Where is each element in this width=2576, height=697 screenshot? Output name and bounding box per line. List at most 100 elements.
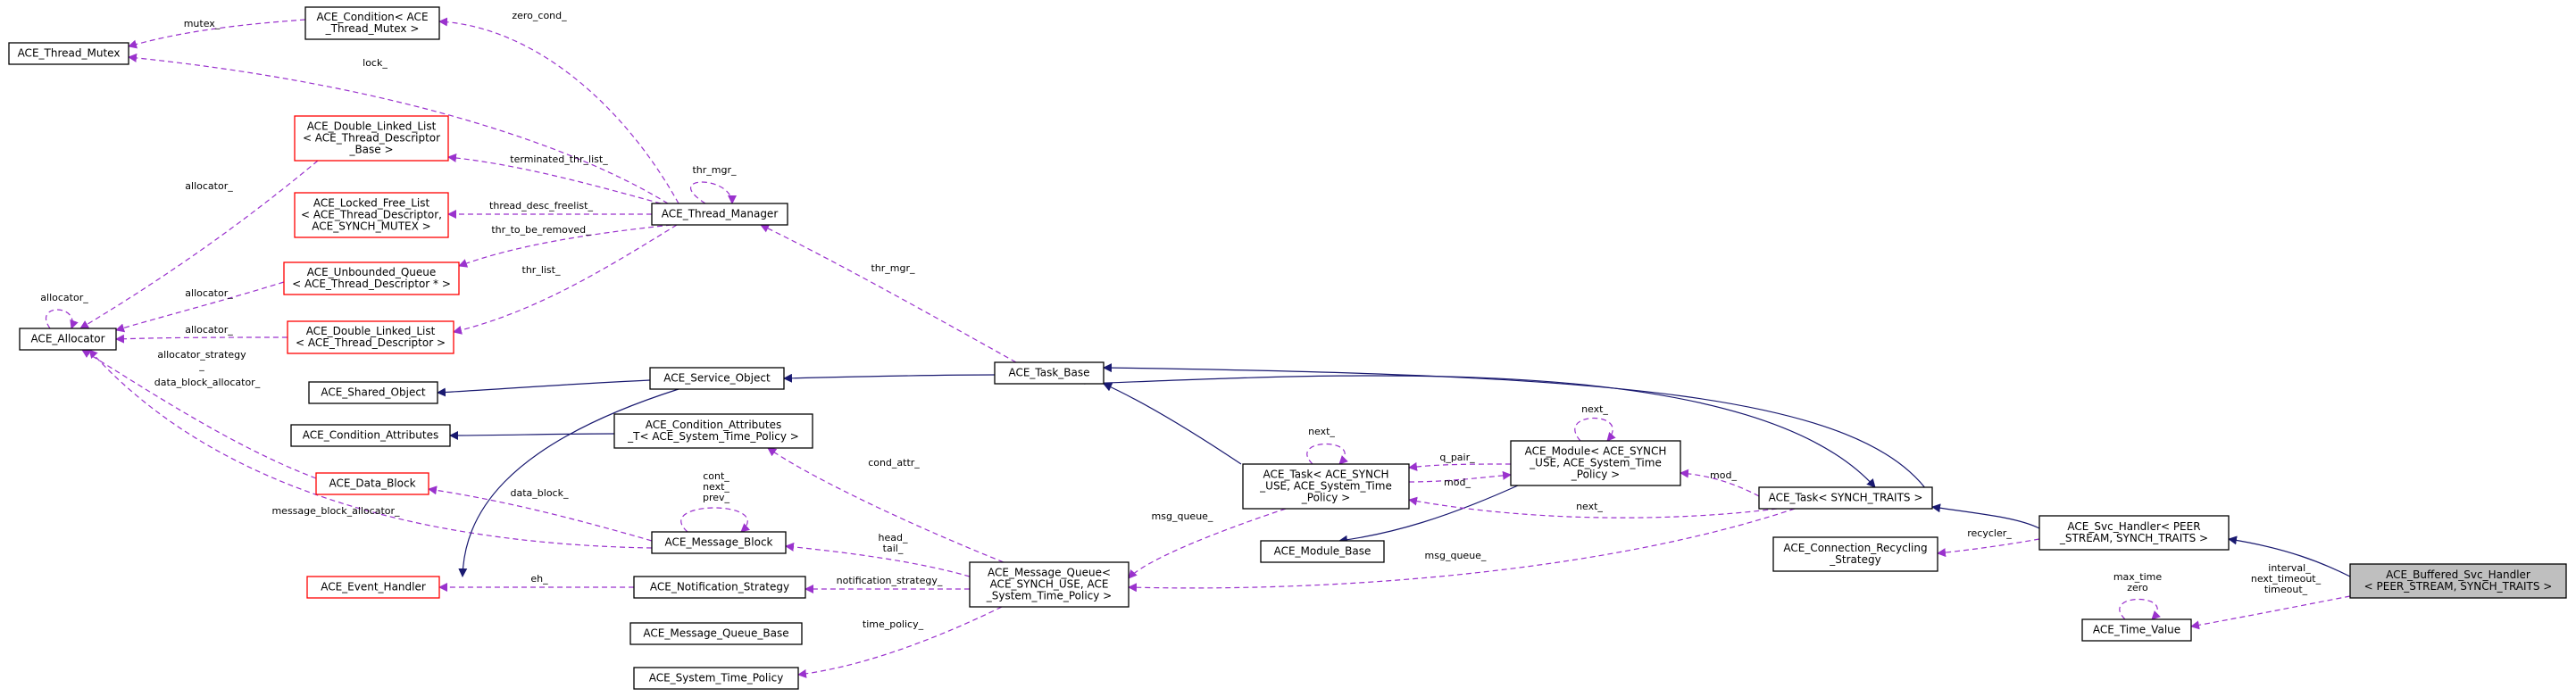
class-node-label: _System_Time_Policy >: [986, 590, 1113, 602]
class-node-unbounded-queue[interactable]: ACE_Unbounded_Queue< ACE_Thread_Descript…: [283, 261, 460, 295]
class-node-label: ACE_Buffered_Svc_Handler: [2386, 568, 2530, 581]
usage-edge: [680, 507, 751, 533]
inheritance-edge: [2228, 535, 2351, 577]
class-node-label: _T< ACE_System_Time_Policy >: [627, 430, 799, 443]
edge-label: next_: [1576, 501, 1603, 512]
class-node-label: ACE_Task_Base: [1008, 367, 1089, 379]
class-node-task-synch-traits[interactable]: ACE_Task< SYNCH_TRAITS >: [1758, 486, 1933, 510]
usage-edge: [760, 224, 1017, 363]
class-node-label: ACE_Svc_Handler< PEER: [2067, 520, 2200, 533]
usage-edge: [79, 160, 319, 329]
usage-edge: [1574, 417, 1616, 442]
edge-label: thr_mgr_: [871, 262, 915, 274]
nodes-layer: ACE_Thread_Mutex ACE_Condition< ACE_Threa…: [8, 6, 2567, 690]
usage-edge: [428, 485, 653, 542]
class-node-module-synch[interactable]: ACE_Module< ACE_SYNCH_USE, ACE_System_Ti…: [1510, 440, 1681, 486]
edge-label: max_time: [2113, 571, 2163, 583]
edge-label: thr_list_: [522, 264, 561, 276]
edge-label: message_block_allocator_: [271, 505, 400, 517]
class-node-label: ACE_Data_Block: [329, 477, 415, 490]
class-node-service-object[interactable]: ACE_Service_Object: [649, 367, 785, 390]
class-node-box: [290, 424, 451, 447]
class-node-box: [633, 576, 806, 599]
edge-labels-layer: mutex_zero_cond_lock_thr_mgr_terminated_…: [40, 10, 2321, 630]
class-node-message-queue-base[interactable]: ACE_Message_Queue_Base: [629, 622, 803, 645]
class-node-message-block[interactable]: ACE_Message_Block: [651, 531, 787, 554]
class-node-label: ACE_Thread_Manager: [662, 208, 779, 220]
edge-label: thr_mgr_: [692, 164, 737, 176]
inheritance-edge: [1103, 363, 1933, 499]
edge-label: notification_strategy_: [837, 575, 943, 586]
class-node-label: ACE_Thread_Mutex: [18, 47, 121, 60]
class-node-dll-thread-desc[interactable]: ACE_Double_Linked_List< ACE_Thread_Descr…: [287, 320, 454, 354]
class-node-thread-mutex[interactable]: ACE_Thread_Mutex: [8, 42, 129, 65]
usage-edge: [1408, 470, 1512, 483]
class-node-label: < ACE_Thread_Descriptor * >: [292, 278, 451, 290]
edge-label: eh_: [530, 573, 548, 585]
class-node-buffered-svc-handler[interactable]: ACE_Buffered_Svc_Handler< PEER_STREAM, S…: [2349, 563, 2567, 599]
class-node-label: ACE_Task< SYNCH_TRAITS >: [1769, 492, 1923, 504]
class-node-task-base[interactable]: ACE_Task_Base: [994, 361, 1105, 385]
class-node-label: _USE, ACE_System_Time: [1259, 480, 1392, 493]
inheritance-edge: [1338, 485, 1519, 544]
usage-edge: [1128, 508, 1796, 593]
class-node-module-base[interactable]: ACE_Module_Base: [1260, 540, 1385, 563]
class-node-label: < PEER_STREAM, SYNCH_TRAITS >: [2364, 580, 2553, 593]
class-node-condition-attributes[interactable]: ACE_Condition_Attributes: [290, 424, 451, 447]
class-node-dll-thread-desc-base[interactable]: ACE_Double_Linked_List< ACE_Thread_Descr…: [294, 115, 449, 162]
class-node-box: [315, 472, 429, 495]
class-node-box: [19, 328, 117, 351]
edge-label: allocator_: [185, 180, 233, 192]
class-node-label: _STREAM, SYNCH_TRAITS >: [2059, 532, 2208, 544]
class-node-connection-recycling[interactable]: ACE_Connection_Recycling_Strategy: [1772, 536, 1938, 572]
class-node-time-value[interactable]: ACE_Time_Value: [2081, 618, 2192, 642]
edge-label: lock_: [363, 57, 388, 69]
edge-label: next_: [703, 481, 729, 493]
class-node-data-block[interactable]: ACE_Data_Block: [315, 472, 429, 495]
edge-label: mod_: [1710, 469, 1737, 481]
class-node-system-time-policy[interactable]: ACE_System_Time_Policy: [633, 667, 799, 690]
class-node-label: ACE_Task< ACE_SYNCH: [1263, 469, 1388, 481]
usage-edge: [458, 224, 672, 268]
class-node-label: ACE_Double_Linked_List: [307, 120, 437, 133]
edge-label: next_: [1581, 403, 1608, 415]
class-node-label: ACE_Notification_Strategy: [650, 581, 789, 593]
class-node-box: [294, 192, 449, 238]
class-node-label: < ACE_Thread_Descriptor: [303, 132, 440, 145]
class-node-notification-strategy[interactable]: ACE_Notification_Strategy: [633, 576, 806, 599]
class-node-box: [1510, 440, 1681, 486]
class-node-label: ACE_Message_Queue<: [988, 567, 1111, 579]
class-node-condition-attributes-t[interactable]: ACE_Condition_Attributes_T< ACE_System_T…: [613, 413, 813, 449]
class-node-svc-handler[interactable]: ACE_Svc_Handler< PEER_STREAM, SYNCH_TRAI…: [2038, 515, 2230, 551]
class-node-label: _Policy >: [1301, 492, 1350, 504]
class-node-task-synch[interactable]: ACE_Task< ACE_SYNCH_USE, ACE_System_Time…: [1242, 463, 1410, 510]
class-node-label: ACE_Condition< ACE: [316, 11, 428, 23]
class-node-box: [2081, 618, 2192, 642]
inheritance-edge: [458, 388, 679, 577]
usage-edge: [1306, 443, 1348, 465]
class-node-box: [994, 361, 1105, 385]
class-node-shared-object[interactable]: ACE_Shared_Object: [308, 381, 438, 404]
class-node-allocator[interactable]: ACE_Allocator: [19, 328, 117, 351]
class-node-box: [1758, 486, 1933, 510]
class-node-box: [304, 6, 440, 40]
inheritance-edge: [1103, 383, 1242, 465]
usage-edge: [785, 542, 971, 577]
class-node-locked-free-list[interactable]: ACE_Locked_Free_List< ACE_Thread_Descrip…: [294, 192, 449, 238]
edge-label: next_: [1308, 426, 1335, 437]
class-node-box: [308, 381, 438, 404]
class-node-message-queue[interactable]: ACE_Message_Queue<ACE_SYNCH_USE, ACE_Sys…: [969, 561, 1130, 608]
class-node-event-handler[interactable]: ACE_Event_Handler: [306, 576, 440, 599]
usage-edge: [81, 349, 317, 479]
class-node-label: ACE_Module< ACE_SYNCH: [1525, 445, 1667, 458]
class-node-condition[interactable]: ACE_Condition< ACE_Thread_Mutex >: [304, 6, 440, 40]
class-node-label: ACE_Time_Value: [2093, 624, 2180, 636]
class-node-thread-manager[interactable]: ACE_Thread_Manager: [651, 203, 788, 226]
usage-edge: [1128, 508, 1287, 579]
class-node-label: ACE_Allocator: [30, 333, 104, 345]
class-node-box: [8, 42, 129, 65]
class-node-box: [306, 576, 440, 599]
class-node-box: [1260, 540, 1385, 563]
class-node-label: ACE_Unbounded_Queue: [307, 266, 437, 278]
edge-label: data_block_: [511, 487, 569, 499]
